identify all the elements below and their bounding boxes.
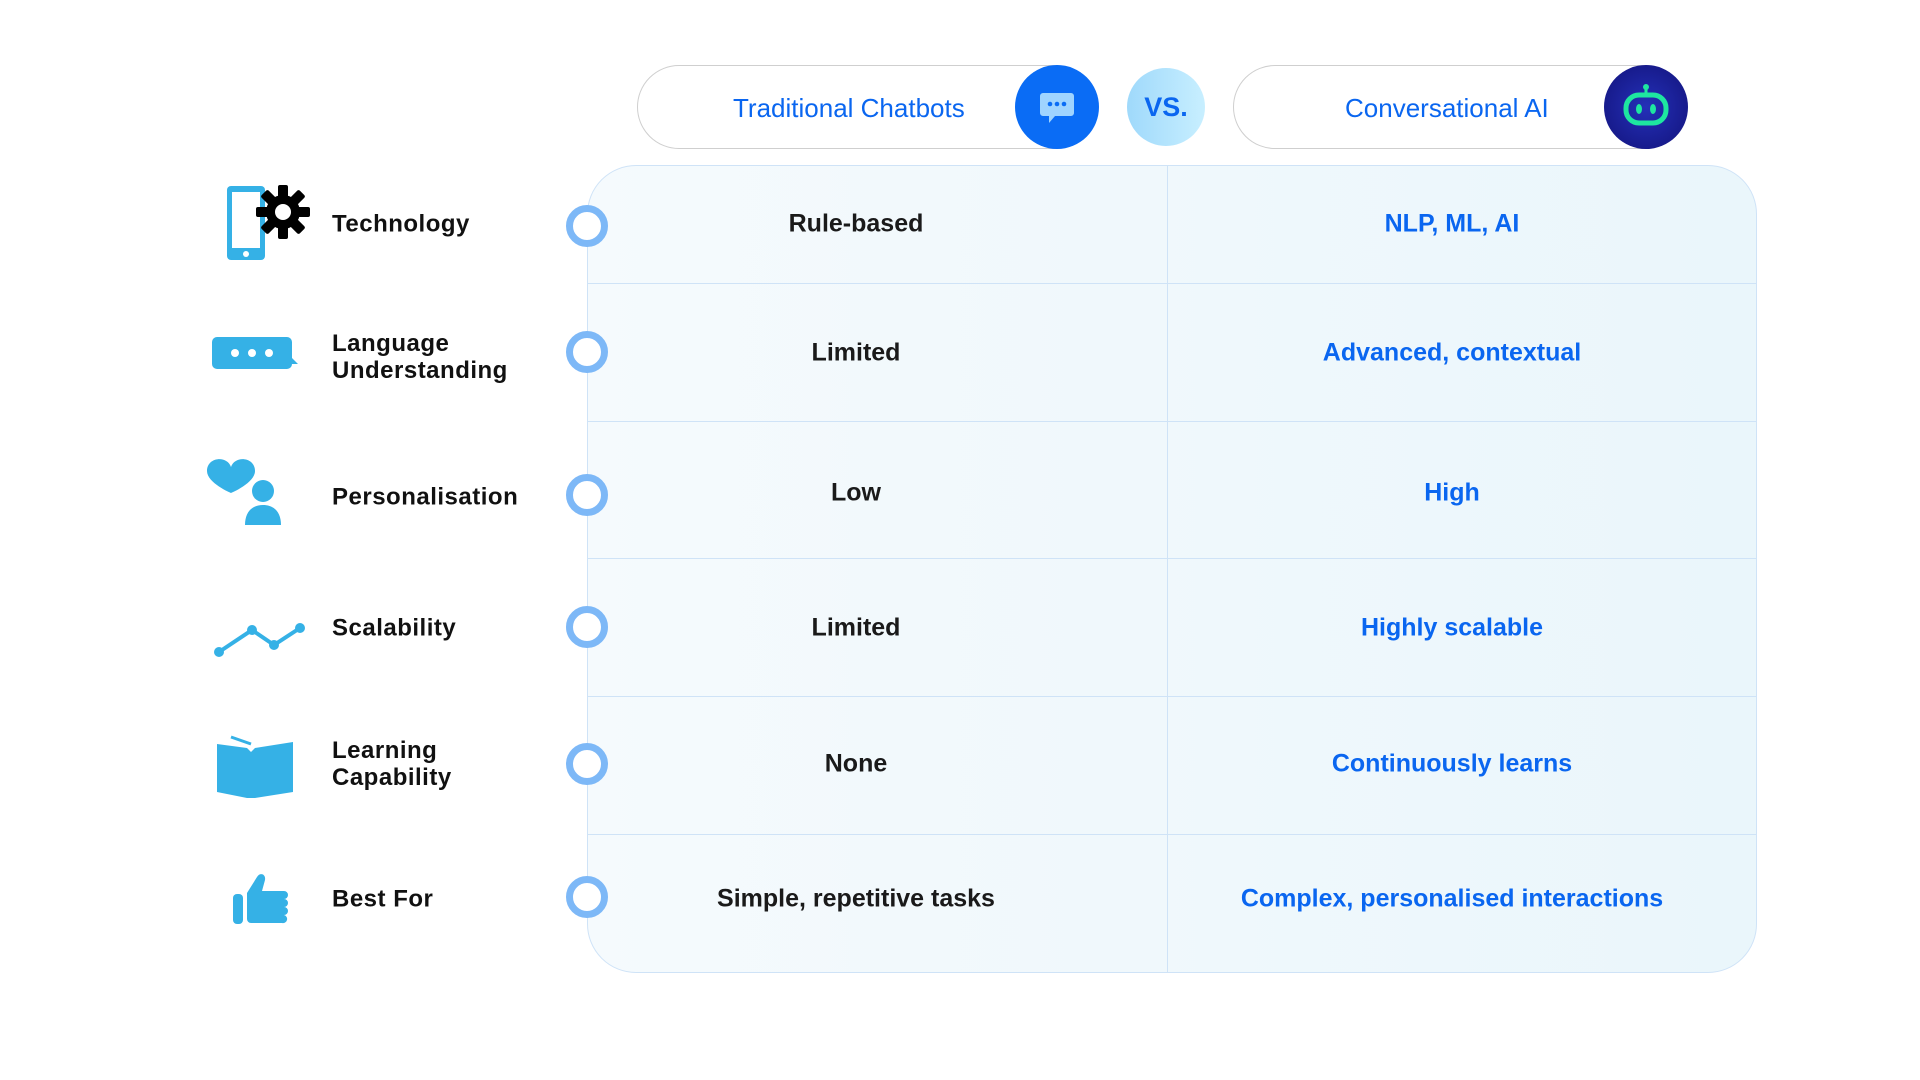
row-label-language-understanding: Language Understanding	[332, 330, 508, 384]
row-label-personalisation: Personalisation	[332, 483, 519, 511]
row-label-best-for: Best For	[332, 885, 434, 913]
row-divider	[588, 696, 1756, 697]
chat-icon	[1015, 65, 1099, 149]
thumbs-up-icon	[233, 874, 288, 924]
traditional-value: Low	[831, 478, 881, 507]
comparison-table	[587, 165, 1757, 973]
row-marker	[566, 474, 608, 516]
traditional-value: Simple, repetitive tasks	[717, 884, 995, 913]
row-marker	[566, 205, 608, 247]
heart-person-icon	[207, 459, 281, 525]
line-chart-icon	[214, 623, 305, 657]
row-marker	[566, 876, 608, 918]
traditional-value: Limited	[811, 338, 901, 367]
row-divider	[588, 558, 1756, 559]
row-divider	[588, 834, 1756, 835]
row-marker	[566, 606, 608, 648]
chat-bubble-icon	[212, 337, 298, 369]
traditional-chatbots-title: Traditional Chatbots	[733, 93, 965, 123]
column-divider	[1167, 166, 1168, 972]
row-label-scalability: Scalability	[332, 614, 457, 642]
traditional-value: None	[824, 749, 888, 778]
row-divider	[588, 283, 1756, 284]
traditional-value: Rule-based	[788, 209, 924, 238]
conversational-value: High	[1424, 478, 1480, 507]
row-label-learning-capability: Learning Capability	[332, 737, 452, 791]
vs-badge: VS.	[1127, 68, 1205, 146]
conversational-value: Highly scalable	[1360, 613, 1544, 642]
row-label-technology: Technology	[332, 210, 470, 238]
conversational-value: NLP, ML, AI	[1384, 209, 1520, 238]
conversational-value: Advanced, contextual	[1322, 338, 1582, 367]
phone-gear-icon	[227, 185, 310, 260]
conversational-value: Complex, personalised interactions	[1240, 884, 1664, 913]
robot-icon	[1604, 65, 1688, 149]
conversational-ai-title: Conversational AI	[1345, 93, 1549, 123]
row-marker	[566, 331, 608, 373]
conversational-value: Continuously learns	[1331, 749, 1573, 778]
row-marker	[566, 743, 608, 785]
row-divider	[588, 421, 1756, 422]
traditional-value: Limited	[811, 613, 901, 642]
book-icon	[217, 735, 293, 798]
